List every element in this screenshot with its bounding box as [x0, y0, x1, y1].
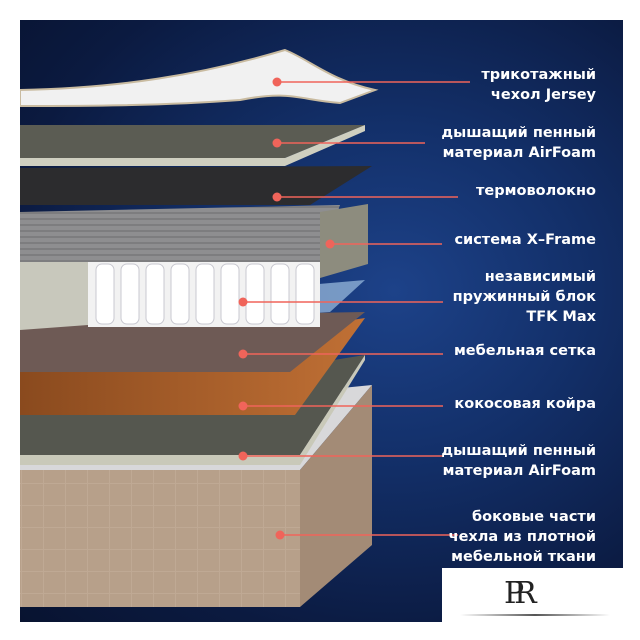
- layer-side-cover-front: [20, 470, 300, 607]
- layer-spring-top: [20, 205, 340, 262]
- logo-mark: PR: [504, 576, 537, 611]
- spring-coil: [145, 263, 165, 325]
- layer-thermal-fiber: [20, 166, 372, 205]
- label-coconut-coir: кокосовая койра: [454, 396, 596, 412]
- pointer-dot-thermal-fiber: [272, 192, 282, 202]
- label-airfoam-top: дышащий пенный материал AirFoam: [441, 125, 596, 161]
- spring-coil: [220, 263, 240, 325]
- label-spring-block: независимый пружинный блок TFK Max: [452, 269, 596, 325]
- spring-coils: [95, 263, 315, 325]
- spring-coil: [195, 263, 215, 325]
- spring-coil: [120, 263, 140, 325]
- logo-underline: [460, 614, 610, 616]
- label-airfoam-bottom: дышащий пенный материал AirFoam: [441, 443, 596, 479]
- layer-foam-side: [20, 262, 88, 330]
- label-jersey: трикотажный чехол Jersey: [481, 67, 596, 103]
- layer-jersey: [20, 48, 379, 107]
- spring-coil: [95, 263, 115, 325]
- label-x-frame: система X–Frame: [454, 232, 596, 248]
- spring-coil: [245, 263, 265, 325]
- brand-logo: PR: [442, 568, 623, 622]
- layer-airfoam-top-edge: [20, 125, 365, 166]
- pointers: [238, 77, 470, 540]
- spring-coil: [170, 263, 190, 325]
- pointer-dot-jersey: [272, 77, 282, 87]
- pointer-dot-side-cover: [275, 530, 285, 540]
- label-side-cover: боковые части чехла из плотной мебельной…: [448, 509, 596, 565]
- spring-coil: [270, 263, 290, 325]
- layer-side-cover-side: [300, 385, 372, 607]
- label-furniture-mesh: мебельная сетка: [453, 343, 596, 359]
- layer-airfoam-top: [20, 125, 365, 158]
- pointer-dot-coconut-coir: [238, 401, 248, 411]
- label-thermal-fiber: термоволокно: [476, 183, 596, 199]
- pointer-dot-airfoam-bottom: [238, 451, 248, 461]
- spring-coil: [295, 263, 315, 325]
- layer-x-frame: [320, 204, 368, 278]
- pointer-dot-furniture-mesh: [238, 349, 248, 359]
- pointer-dot-x-frame: [325, 239, 335, 249]
- pointer-dot-airfoam-top: [272, 138, 282, 148]
- pointer-dot-spring-block: [238, 297, 248, 307]
